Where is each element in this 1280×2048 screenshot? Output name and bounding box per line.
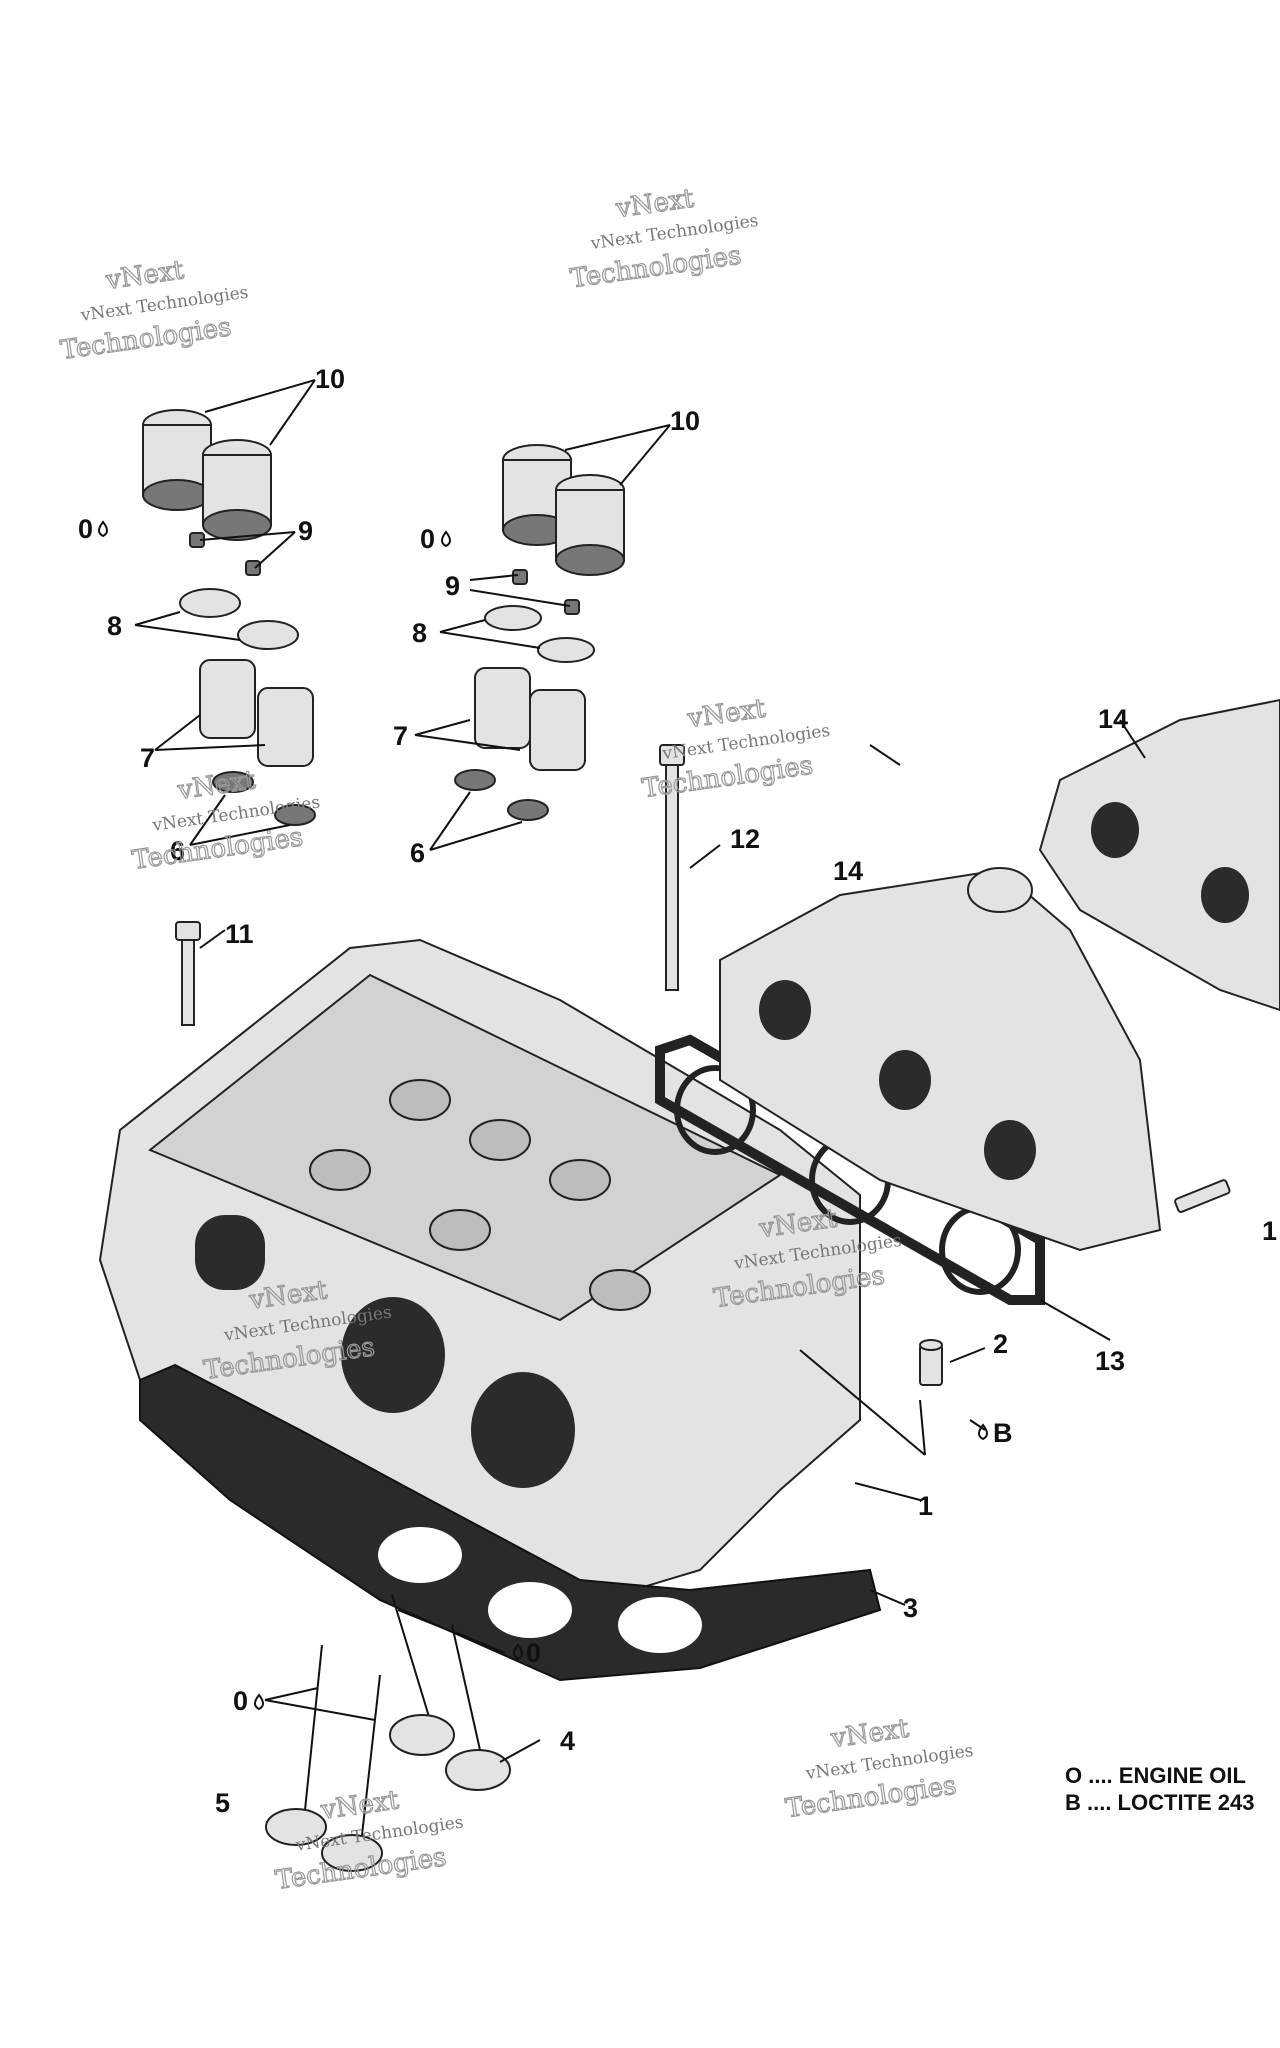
callout-labels: 10 10 9 9 8 8 7 7 6 6 11 12 14 14 13 2 1… (107, 364, 1277, 1818)
callout-9-left: 9 (298, 516, 313, 546)
callout-1-edge: 1 (1262, 1216, 1277, 1246)
exhaust-manifold-rear (1038, 698, 1280, 1012)
lubricant-symbols: 0 0 0 0 B (78, 514, 1013, 1716)
legend: O .... ENGINE OIL B .... LOCTITE 243 (1065, 1763, 1254, 1815)
intake-valves (389, 1594, 511, 1791)
callout-9-right: 9 (445, 571, 460, 601)
oil-symbol-left: 0 (78, 514, 93, 544)
valve-stem-seals-right (454, 769, 549, 821)
watermark: vNext Technologies vNext Technologies (783, 1713, 975, 1825)
callout-8-right: 8 (412, 618, 427, 648)
exhaust-valves (265, 1644, 383, 1872)
callout-3: 3 (903, 1593, 918, 1623)
manifold-bolt (1174, 1179, 1231, 1213)
callout-10-left: 10 (315, 364, 345, 394)
callout-8-left: 8 (107, 611, 122, 641)
valve-keepers-right (512, 569, 580, 615)
svg-text:vNext: vNext (685, 694, 768, 735)
callout-12: 12 (730, 824, 760, 854)
exhaust-manifold-front (719, 867, 1162, 1252)
svg-text:vNext: vNext (828, 1714, 911, 1755)
spring-retainers-right (484, 605, 595, 663)
oil-symbol-valves-left: 0 (233, 1686, 248, 1716)
oil-symbol-middle: 0 (420, 524, 435, 554)
legend-loctite: B .... LOCTITE 243 (1065, 1790, 1254, 1815)
watermark: vNext Technologies vNext Technologies (640, 693, 832, 805)
callout-7-right: 7 (393, 721, 408, 751)
valve-springs-left (199, 659, 314, 767)
fitting-plug (919, 1339, 943, 1386)
cylinder-head-bolt-long (659, 744, 685, 991)
leader-lines (134, 379, 1146, 1763)
head-gasket (139, 1363, 882, 1682)
cylinder-head-bolt-short (175, 921, 201, 1026)
callout-2: 2 (993, 1329, 1008, 1359)
valve-springs-right (474, 667, 586, 771)
valve-tappets-left (142, 409, 272, 541)
callout-11: 11 (225, 919, 254, 949)
loctite-symbol: B (993, 1418, 1013, 1448)
oil-drop-icon (441, 530, 451, 548)
oil-symbol-valves: 0 (526, 1638, 541, 1668)
svg-text:vNext: vNext (103, 255, 186, 296)
loctite-drop-icon (978, 1423, 988, 1441)
watermark: vNext Technologies vNext Technologies (568, 183, 760, 295)
oil-drop-icon (98, 520, 108, 538)
valve-keepers-left (189, 532, 261, 576)
spring-retainers-left (179, 588, 299, 650)
callout-14-rear: 14 (1098, 704, 1128, 734)
watermark: vNext Technologies vNext Technologies (58, 255, 250, 367)
callout-13: 13 (1095, 1346, 1125, 1376)
callout-6-left: 6 (170, 836, 185, 866)
watermark: vNext Technologies vNext Technologies (273, 1785, 465, 1897)
valve-tappets-right (502, 444, 625, 576)
callout-7-left: 7 (140, 743, 155, 773)
callout-4: 4 (560, 1726, 575, 1756)
svg-text:vNext: vNext (318, 1785, 401, 1826)
callout-10-right: 10 (670, 406, 700, 436)
oil-drop-icon (513, 1643, 523, 1661)
callout-5: 5 (215, 1788, 230, 1818)
callout-6-right: 6 (410, 838, 425, 868)
oil-drop-icon (254, 1693, 264, 1711)
callout-1: 1 (918, 1491, 933, 1521)
callout-14-front: 14 (833, 856, 863, 886)
svg-text:vNext: vNext (613, 184, 696, 225)
legend-engine-oil: O .... ENGINE OIL (1065, 1763, 1246, 1788)
svg-text:vNext: vNext (175, 765, 258, 806)
valve-stem-seals-left (212, 771, 316, 826)
